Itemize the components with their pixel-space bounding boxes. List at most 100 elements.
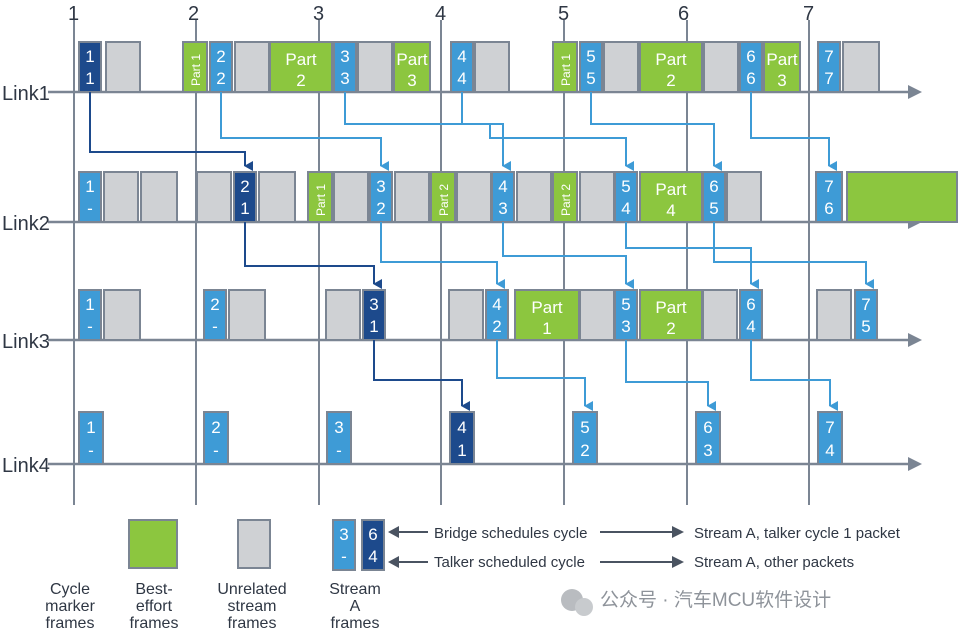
frame-origin: - [336,441,342,460]
cycle-number-3: 3 [313,3,324,25]
best-effort-frame [639,171,703,223]
legend-mapping-arrow [672,526,684,538]
cycle-number-6: 6 [678,3,689,25]
frame-cycle: 6 [746,295,755,314]
legend: Cycle marker frames Best- effort frames … [45,519,901,632]
unrelated-frame [726,171,762,223]
frame-cycle: 3 [369,295,378,314]
frame-cycle: 5 [580,418,589,437]
unrelated-frame [703,41,739,93]
frame-origin: 6 [746,69,755,88]
unrelated-frame [842,41,880,93]
frame-origin: - [212,317,218,336]
frame-cycle: 7 [861,295,870,314]
legend-stream-swatch [332,519,356,571]
legend-talker-text: Talker scheduled cycle [434,554,585,571]
frame-part-label: Part [655,50,686,69]
best-effort-frame [182,41,208,93]
frame-cycle: 6 [746,47,755,66]
legend-label-line: frames [228,615,277,632]
legend-label-line: frames [331,615,380,632]
frame-origin: 5 [861,317,870,336]
unrelated-frame [579,171,615,223]
legend-label-line: stream [228,598,277,615]
frame-origin: 5 [586,69,595,88]
unrelated-frame [394,171,430,223]
legend-best-effort-swatch [128,519,178,569]
frame-part-label: Part 1 [189,54,203,86]
frame-cycle: 1 [85,47,94,66]
link-label-3: Link3 [2,331,50,353]
frame-part-number: 3 [407,71,416,90]
frame-part-number: 4 [666,201,675,220]
best-effort-frame [430,171,456,223]
legend-label-line: Unrelated [217,581,286,598]
stream-frame [326,411,352,465]
frame-origin: 2 [580,441,589,460]
cycle-lines [73,20,810,505]
frame-part-number: 2 [296,71,305,90]
stream-frame [695,411,721,465]
unrelated-frame [234,41,270,93]
frame-origin: 3 [703,441,712,460]
legend-label-line: Stream [329,581,381,598]
frame-part-number: 1 [542,319,551,338]
frame-cycle: 6 [703,418,712,437]
link4-frames: 1 - 2 - 3 - 4 1 5 2 6 3 7 4 [78,411,843,465]
frame-cycle: 2 [216,47,225,66]
frame-part-number: 2 [666,71,675,90]
unrelated-frame [103,289,141,341]
best-effort-frame [393,41,431,93]
legend-label-line: frames [130,615,179,632]
frame-cycle: 4 [498,177,507,196]
best-effort-frame [552,171,578,223]
unrelated-frame [103,171,139,223]
frame-cycle: 1 [85,295,94,314]
legend-pointer-arrow [388,526,399,538]
frame-cycle: 4 [457,418,466,437]
frame-part-number: 2 [666,319,675,338]
frame-cycle: 7 [824,47,833,66]
unrelated-frame [325,289,361,341]
cycle-number-1: 1 [68,3,79,25]
frame-origin: 6 [824,199,833,218]
legend-label-line: effort [136,598,173,615]
link-label-2: Link2 [2,213,50,235]
cycle-number-4: 4 [435,3,446,25]
link1-frames: 1 1 Part 1 2 2 Part 2 3 3 Part 3 4 4 Par… [78,41,880,93]
watermark: 公众号 · 汽车MCU软件设计 [561,589,831,616]
cycle-number-7: 7 [803,3,814,25]
stream-frame [449,411,475,465]
frame-origin: 4 [825,441,834,460]
best-effort-frame [639,41,703,93]
frame-cycle: 3 [340,47,349,66]
unrelated-frame [196,171,232,223]
link-labels: Link1 Link2 Link3 Link4 [2,83,50,477]
frame-part-label: Part [655,180,686,199]
frame-cycle: 3 [339,525,348,544]
best-effort-frame [514,289,580,341]
frame-cycle: 2 [211,418,220,437]
stream-frame [78,411,104,465]
frame-cycle: 1 [85,177,94,196]
frame-cycle: 1 [86,418,95,437]
unrelated-frame [579,289,615,341]
best-effort-frame [846,171,958,223]
frame-origin: 2 [492,317,501,336]
legend-stream-a: Stream A frames [329,581,381,632]
frame-cycle: 5 [621,177,630,196]
unrelated-frame [140,171,178,223]
best-effort-frame [269,41,333,93]
frame-part-label: Part 2 [559,184,573,216]
unrelated-frame [228,289,266,341]
frame-origin: 4 [621,199,630,218]
unrelated-frame [603,41,639,93]
unrelated-frame [258,171,296,223]
legend-unrelated: Unrelated stream frames [217,581,286,632]
frame-origin: 4 [457,69,466,88]
unrelated-frame [456,171,492,223]
link-label-4: Link4 [2,455,50,477]
frame-cycle: 3 [376,177,385,196]
legend-label-line: Cycle [50,581,90,598]
